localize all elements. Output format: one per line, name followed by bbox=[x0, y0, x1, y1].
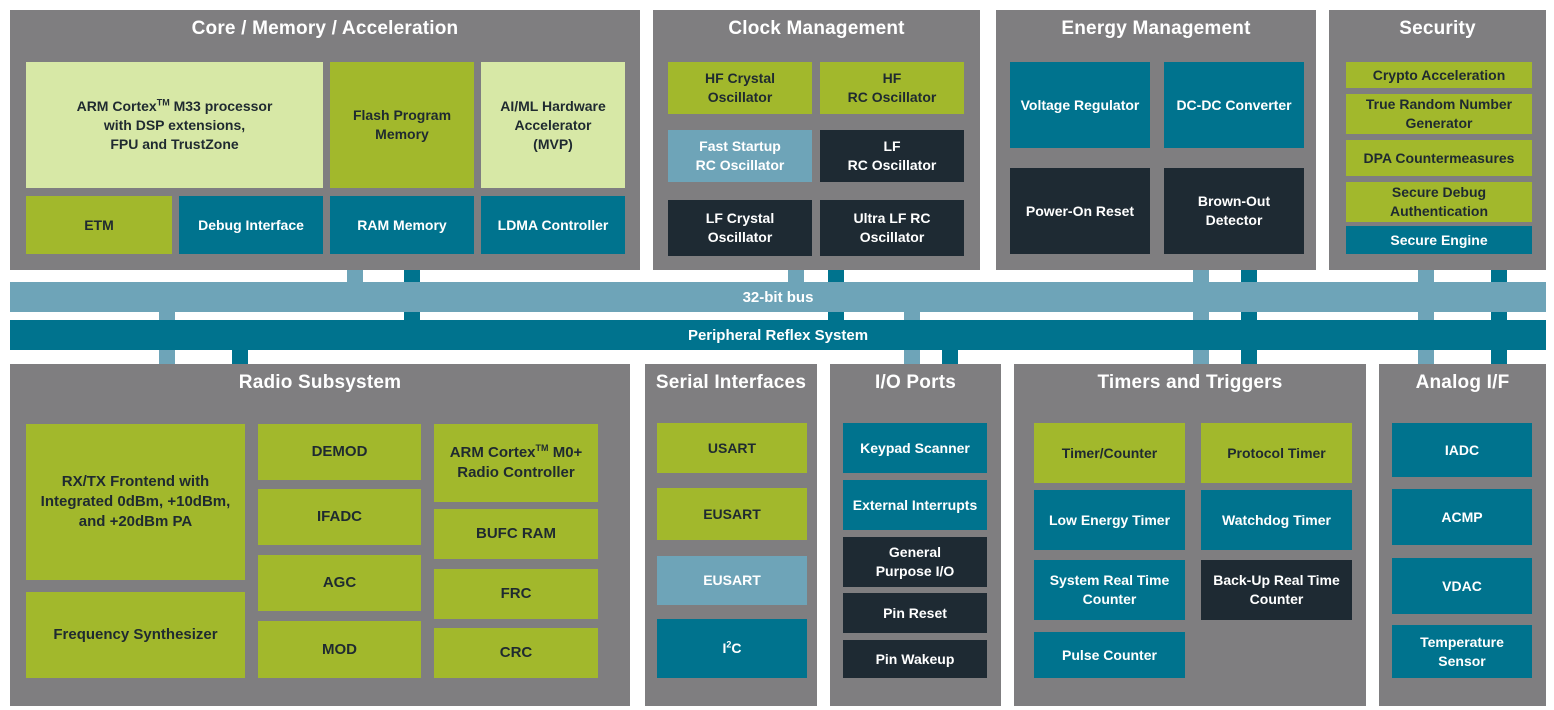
block-usart: USART bbox=[657, 423, 807, 473]
block-arm-m0: ARM CortexTM M0+ Radio Controller bbox=[434, 424, 598, 502]
block-lf-crystal: LF Crystal Oscillator bbox=[668, 200, 812, 256]
group-title: Analog I/F bbox=[1415, 372, 1510, 393]
block-rx-tx-frontend: RX/TX Frontend with Integrated 0dBm, +10… bbox=[26, 424, 245, 580]
group-title: Clock Management bbox=[728, 18, 905, 39]
block-fast-startup-rc: Fast Startup RC Oscillator bbox=[668, 130, 812, 182]
block-secure-debug: Secure Debug Authentication bbox=[1346, 182, 1532, 222]
group-energy: Energy Management Voltage Regulator DC-D… bbox=[996, 10, 1316, 270]
bus-32bit: 32-bit bus bbox=[10, 282, 1546, 312]
block-vdac: VDAC bbox=[1392, 558, 1532, 614]
block-dcdc: DC-DC Converter bbox=[1164, 62, 1304, 148]
block-low-energy-timer: Low Energy Timer bbox=[1034, 490, 1185, 550]
block-agc: AGC bbox=[258, 555, 421, 611]
group-clock: Clock Management HF Crystal Oscillator H… bbox=[653, 10, 980, 270]
block-dpa: DPA Countermeasures bbox=[1346, 140, 1532, 176]
block-voltage-regulator: Voltage Regulator bbox=[1010, 62, 1150, 148]
group-io-ports: I/O Ports Keypad Scanner External Interr… bbox=[830, 364, 1001, 706]
group-radio: Radio Subsystem RX/TX Frontend with Inte… bbox=[10, 364, 630, 706]
block-pin-wakeup: Pin Wakeup bbox=[843, 640, 987, 678]
block-temperature-sensor: Temperature Sensor bbox=[1392, 625, 1532, 678]
block-backup-rtc: Back-Up Real Time Counter bbox=[1201, 560, 1352, 620]
block-protocol-timer: Protocol Timer bbox=[1201, 423, 1352, 483]
block-ultra-lf-rc: Ultra LF RC Oscillator bbox=[820, 200, 964, 256]
block-timer-counter: Timer/Counter bbox=[1034, 423, 1185, 483]
group-title: Timers and Triggers bbox=[1097, 372, 1283, 393]
block-pin-reset: Pin Reset bbox=[843, 593, 987, 633]
block-arm-m33: ARM CortexTM M33 processor with DSP exte… bbox=[26, 62, 323, 188]
group-title: Energy Management bbox=[1061, 18, 1251, 39]
group-title: Serial Interfaces bbox=[655, 372, 807, 393]
block-por: Power-On Reset bbox=[1010, 168, 1150, 254]
block-hf-rc: HF RC Oscillator bbox=[820, 62, 964, 114]
group-title: Core / Memory / Acceleration bbox=[191, 18, 459, 39]
block-lf-rc: LF RC Oscillator bbox=[820, 130, 964, 182]
block-hf-crystal: HF Crystal Oscillator bbox=[668, 62, 812, 114]
block-brownout: Brown-Out Detector bbox=[1164, 168, 1304, 254]
group-serial: Serial Interfaces USART EUSART EUSART I2… bbox=[645, 364, 817, 706]
group-core-memory: Core / Memory / Acceleration ARM CortexT… bbox=[10, 10, 640, 270]
block-gpio: General Purpose I/O bbox=[843, 537, 987, 587]
block-system-rtc: System Real Time Counter bbox=[1034, 560, 1185, 620]
block-mod: MOD bbox=[258, 621, 421, 678]
group-title: Radio Subsystem bbox=[238, 372, 402, 393]
block-iadc: IADC bbox=[1392, 423, 1532, 477]
block-keypad-scanner: Keypad Scanner bbox=[843, 423, 987, 473]
block-trng: True Random Number Generator bbox=[1346, 94, 1532, 134]
prs-label: Peripheral Reflex System bbox=[687, 326, 869, 344]
block-pulse-counter: Pulse Counter bbox=[1034, 632, 1185, 678]
block-debug: Debug Interface bbox=[179, 196, 323, 254]
bus-32bit-label: 32-bit bus bbox=[742, 288, 814, 306]
block-eusart-2: EUSART bbox=[657, 556, 807, 605]
block-eusart-1: EUSART bbox=[657, 488, 807, 540]
block-crypto: Crypto Acceleration bbox=[1346, 62, 1532, 88]
block-i2c: I2C bbox=[657, 619, 807, 678]
block-frc: FRC bbox=[434, 569, 598, 619]
block-watchdog-timer: Watchdog Timer bbox=[1201, 490, 1352, 550]
block-aiml: AI/ML Hardware Accelerator (MVP) bbox=[481, 62, 625, 188]
group-security: Security Crypto Acceleration True Random… bbox=[1329, 10, 1546, 270]
block-external-interrupts: External Interrupts bbox=[843, 480, 987, 530]
block-secure-engine: Secure Engine bbox=[1346, 226, 1532, 254]
block-crc: CRC bbox=[434, 628, 598, 678]
group-analog: Analog I/F IADC ACMP VDAC Temperature Se… bbox=[1379, 364, 1546, 706]
block-frequency-synthesizer: Frequency Synthesizer bbox=[26, 592, 245, 678]
block-bufc-ram: BUFC RAM bbox=[434, 509, 598, 559]
block-ram: RAM Memory bbox=[330, 196, 474, 254]
block-demod: DEMOD bbox=[258, 424, 421, 480]
block-etm: ETM bbox=[26, 196, 172, 254]
block-flash: Flash Program Memory bbox=[330, 62, 474, 188]
peripheral-reflex-system: Peripheral Reflex System bbox=[10, 320, 1546, 350]
block-ifadc: IFADC bbox=[258, 489, 421, 545]
block-acmp: ACMP bbox=[1392, 489, 1532, 545]
group-title: I/O Ports bbox=[875, 372, 956, 393]
group-timers: Timers and Triggers Timer/Counter Protoc… bbox=[1014, 364, 1366, 706]
group-title: Security bbox=[1399, 18, 1476, 39]
block-ldma: LDMA Controller bbox=[481, 196, 625, 254]
